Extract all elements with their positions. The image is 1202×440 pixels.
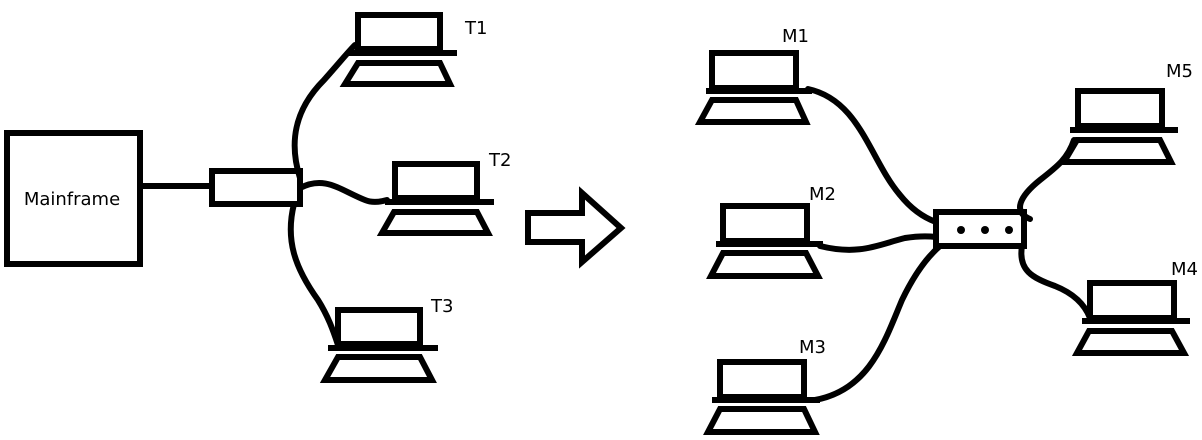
network-hub bbox=[933, 209, 1027, 249]
machine-m5: M5 bbox=[1058, 61, 1193, 165]
machine-m2: M2 bbox=[706, 184, 836, 279]
terminal-label-t3: T3 bbox=[430, 296, 453, 317]
machine-label-m1: M1 bbox=[782, 26, 809, 47]
cable-m4 bbox=[1018, 243, 1093, 321]
machine-label-m2: M2 bbox=[809, 184, 836, 205]
machine-label-m5: M5 bbox=[1166, 61, 1193, 82]
mainframe-label: Mainframe bbox=[24, 189, 120, 210]
transition-arrow bbox=[525, 186, 626, 269]
terminal-t3: T3 bbox=[319, 296, 453, 383]
cable-t3 bbox=[287, 201, 341, 348]
machine-label-m4: M4 bbox=[1171, 259, 1198, 280]
terminal-label-t1: T1 bbox=[464, 18, 487, 39]
cable-m1 bbox=[805, 86, 939, 225]
terminal-controller bbox=[209, 168, 303, 207]
machine-m3: M3 bbox=[703, 337, 826, 435]
cable-m5 bbox=[1017, 137, 1077, 222]
machine-label-m3: M3 bbox=[799, 337, 826, 358]
terminal-t1: T1 bbox=[339, 12, 487, 87]
cable-m3 bbox=[812, 243, 943, 403]
cable-m2 bbox=[817, 233, 939, 253]
hub-port-dot bbox=[1005, 226, 1013, 234]
machine-m4: M4 bbox=[1071, 259, 1198, 356]
hub-port-dot bbox=[981, 226, 989, 234]
terminal-t2: T2 bbox=[376, 150, 511, 236]
machine-m1: M1 bbox=[694, 26, 812, 125]
cable-t2 bbox=[297, 180, 390, 205]
terminal-label-t2: T2 bbox=[488, 150, 511, 171]
mainframe-box: Mainframe bbox=[4, 130, 143, 267]
cable-t1 bbox=[291, 42, 358, 181]
hub-port-dot bbox=[957, 226, 965, 234]
